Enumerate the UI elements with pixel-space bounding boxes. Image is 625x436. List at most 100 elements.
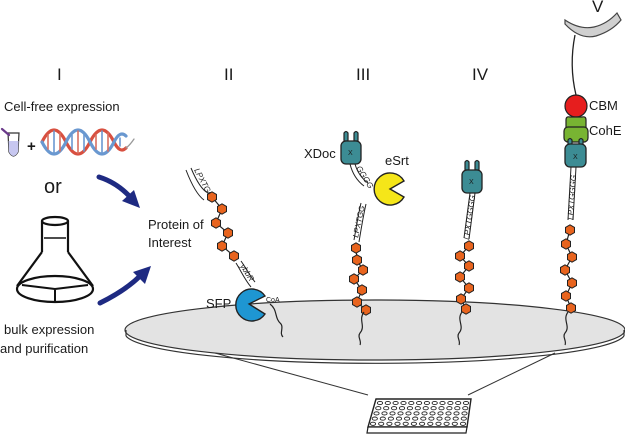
plate-well — [455, 400, 462, 406]
protein-of-interest-label-2: Interest — [148, 235, 192, 250]
cell-free-expression-label: Cell-free expression — [4, 99, 120, 114]
stage-v-molecule: LPXTGGGG — [560, 166, 578, 346]
test-tube-icon — [0, 127, 20, 157]
cbm-module — [564, 94, 588, 118]
plate-well — [446, 406, 453, 411]
plate-well — [452, 416, 459, 421]
plate-well — [445, 411, 452, 416]
plate-well — [462, 400, 470, 406]
amino-acid-residue — [464, 260, 474, 272]
plate-well — [373, 411, 380, 416]
plate-well — [431, 400, 438, 406]
plate-well — [429, 411, 436, 416]
plate-well — [427, 421, 434, 426]
panel-label-i: I — [57, 65, 62, 84]
plate-well — [375, 406, 382, 411]
arrow-from-bulk — [97, 266, 151, 306]
microplate-icon — [366, 398, 472, 434]
stage-iv-tag: LPXTGGGG — [462, 195, 477, 241]
amino-acid-residue — [565, 224, 575, 236]
bulk-expression-label: bulk expression — [4, 322, 94, 337]
stage-iv-dockerin: X — [461, 159, 483, 194]
peptide-chain — [349, 242, 371, 316]
plate-well — [421, 411, 428, 416]
plate-well — [419, 421, 426, 426]
amino-acid-residue — [456, 293, 466, 305]
amino-acid-residue — [567, 251, 577, 263]
amino-acid-residue — [357, 284, 367, 296]
arrow-from-cell-free — [96, 174, 140, 208]
plate-well — [406, 406, 413, 411]
peptide-chain — [560, 224, 577, 314]
plate-well — [400, 400, 407, 406]
sfp-enzyme — [235, 288, 267, 322]
cbm-label: CBM — [589, 98, 618, 113]
plate-well — [428, 416, 435, 421]
plate-well — [378, 421, 385, 426]
plate-well — [453, 411, 460, 416]
plate-well — [402, 421, 409, 426]
plate-well — [381, 411, 388, 416]
plate-well — [413, 411, 420, 416]
cellulose-fiber-icon — [564, 11, 622, 96]
plate-well — [460, 416, 467, 421]
plate-well — [443, 421, 450, 426]
xdoc-label: XDoc — [304, 146, 336, 161]
zoom-lines — [214, 352, 556, 396]
amino-acid-residue — [358, 264, 368, 276]
gggg-linker — [349, 163, 365, 187]
cohe-module — [563, 116, 589, 143]
plate-well — [410, 421, 417, 426]
amino-acid-residue — [352, 296, 362, 308]
stage-v-tag: LPXTGGGG — [566, 175, 578, 220]
plate-well — [384, 400, 391, 406]
sfp-label: SFP — [206, 296, 231, 311]
amino-acid-residue — [560, 264, 570, 276]
plate-well — [369, 421, 377, 426]
plate-well — [439, 400, 446, 406]
plate-well — [447, 400, 454, 406]
surface-platform — [124, 299, 625, 364]
stage-iv-x-mark: X — [469, 179, 474, 186]
plate-well — [408, 400, 415, 406]
xdoc-dockerin: X — [340, 130, 362, 165]
plate-well — [459, 421, 467, 426]
amino-acid-residue — [217, 203, 227, 215]
panel-label-ii: II — [224, 65, 233, 84]
plate-well — [430, 406, 437, 411]
esrt-enzyme — [373, 172, 405, 206]
or-label: or — [44, 176, 62, 198]
amino-acid-residue — [561, 290, 571, 302]
dna-helix-icon — [40, 128, 135, 156]
plate-well — [398, 406, 406, 411]
amino-acid-residue — [561, 238, 571, 250]
gggg-tag: GGGG — [354, 164, 375, 190]
flask-icon — [15, 215, 95, 304]
plate-well — [437, 411, 444, 416]
coa-label: CoA — [266, 297, 280, 304]
plate-well — [404, 416, 411, 421]
amino-acid-residue — [567, 277, 577, 289]
plate-well — [454, 406, 461, 411]
plate-well — [386, 421, 393, 426]
plate-well — [371, 416, 378, 421]
plate-well — [420, 416, 427, 421]
esrt-label: eSrt — [385, 153, 409, 168]
plate-well — [379, 416, 386, 421]
lpxtgg-tag-iii: LPXTGG — [351, 205, 367, 239]
amino-acid-residue — [464, 282, 474, 294]
plate-well — [462, 406, 469, 411]
panel-label-v: V — [592, 0, 604, 16]
plate-well — [394, 421, 401, 426]
stage-iv-molecule: LPXTGGGG — [455, 192, 477, 346]
plate-well — [383, 406, 390, 411]
plus-sign: + — [27, 138, 36, 155]
plate-well — [395, 416, 403, 421]
amino-acid-residue — [455, 250, 465, 262]
plate-well — [387, 416, 394, 421]
plate-well — [376, 400, 384, 406]
panel-label-iii: III — [356, 65, 370, 84]
plate-well — [391, 406, 398, 411]
amino-acid-residue — [566, 302, 576, 314]
